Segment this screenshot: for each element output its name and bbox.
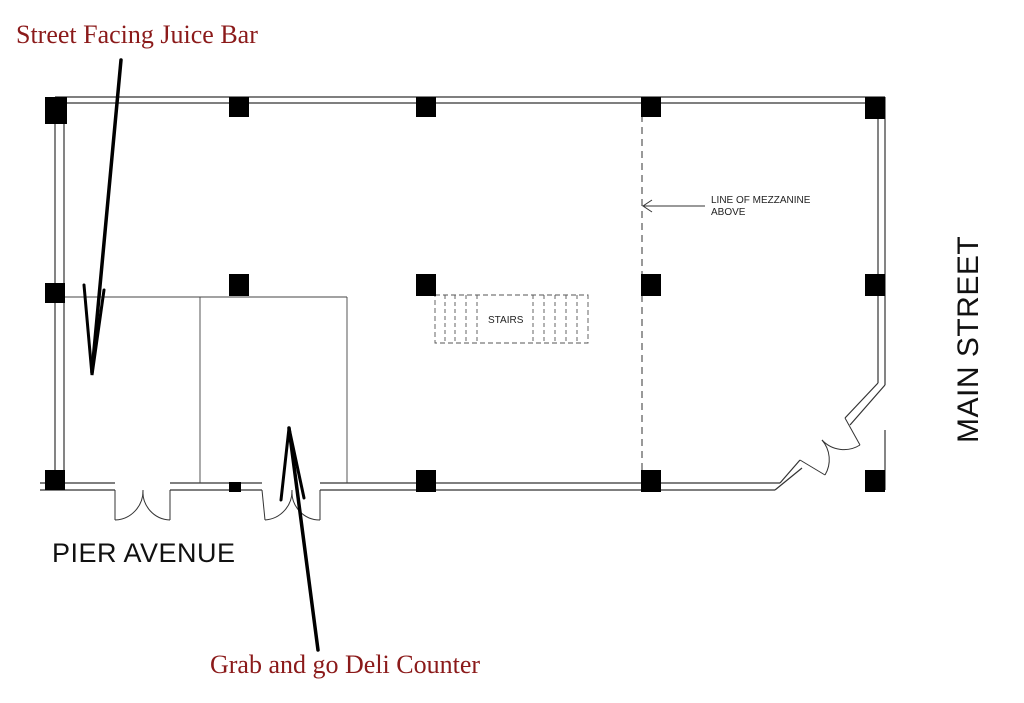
mezzanine-note: LINE OF MEZZANINE ABOVE	[711, 195, 810, 219]
door-swing-icon	[114, 417, 861, 521]
arrowhead-juice-bar	[82, 283, 106, 376]
juice-bar-callout: Street Facing Juice Bar	[16, 20, 258, 49]
pier-avenue-label: PIER AVENUE	[52, 538, 236, 568]
mezzanine-line	[641, 103, 705, 483]
long-arrow-icon	[90, 58, 123, 374]
long-arrow-icon	[287, 426, 320, 652]
structural-columns	[45, 97, 885, 492]
stairs-label: STAIRS	[488, 315, 524, 326]
main-street-label: MAIN STREET	[952, 235, 985, 443]
exterior-walls	[40, 96, 886, 491]
callout-arrows	[82, 58, 320, 652]
arrowhead-deli	[279, 427, 306, 502]
stairs	[434, 294, 589, 344]
deli-counter-callout: Grab and go Deli Counter	[210, 650, 481, 679]
interior-partitions	[64, 296, 348, 483]
mezzanine-note-line1: LINE OF MEZZANINE	[711, 195, 811, 206]
mezzanine-note-line2: ABOVE	[711, 207, 746, 218]
